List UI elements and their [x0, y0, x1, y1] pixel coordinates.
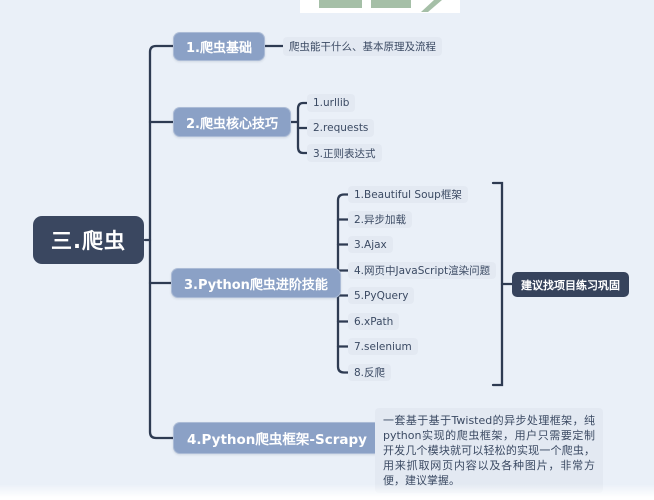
child-node-regex[interactable]: 3.正则表达式: [307, 144, 382, 162]
note-scrapy-description[interactable]: 一套基于基于Twisted的异步处理框架，纯python实现的爬虫框架，用户只需…: [375, 408, 603, 493]
child-node-urllib[interactable]: 1.urllib: [307, 94, 356, 112]
branch-node-basics[interactable]: 1.爬虫基础: [173, 32, 265, 61]
note-crawler-basics[interactable]: 爬虫能干什么、基本原理及流程: [283, 37, 442, 56]
root-node-crawler[interactable]: 三.爬虫: [33, 216, 144, 264]
child-node-async-loading[interactable]: 2.异步加载: [348, 211, 413, 228]
child-node-js-rendering[interactable]: 4.网页中JavaScript渲染问题: [348, 262, 497, 279]
child-node-anti-crawling[interactable]: 8.反爬: [348, 364, 392, 381]
child-node-xpath[interactable]: 6.xPath: [348, 313, 400, 330]
branch-node-core-skills[interactable]: 2.爬虫核心技巧: [173, 107, 291, 137]
summary-node-practice-advice[interactable]: 建议找项目练习巩固: [512, 272, 629, 297]
child-node-beautiful-soup[interactable]: 1.Beautiful Soup框架: [348, 186, 468, 203]
branch-node-advanced-skills[interactable]: 3.Python爬虫进阶技能: [171, 268, 341, 298]
child-node-selenium[interactable]: 7.selenium: [348, 338, 418, 355]
child-node-requests[interactable]: 2.requests: [307, 119, 375, 137]
child-node-ajax[interactable]: 3.Ajax: [348, 236, 393, 253]
cropped-watermark-icon: [300, 0, 460, 13]
bottom-fade: [0, 484, 654, 500]
branch-node-scrapy-framework[interactable]: 4.Python爬虫框架-Scrapy: [173, 422, 381, 454]
child-node-pyquery[interactable]: 5.PyQuery: [348, 287, 415, 304]
